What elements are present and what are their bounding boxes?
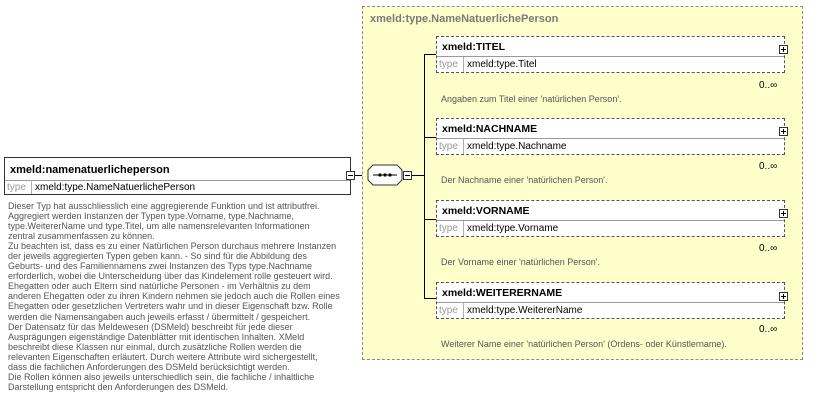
documentation-line: dass die fachlichen Anforderungen des DS… bbox=[8, 361, 290, 372]
connector-line bbox=[412, 175, 424, 176]
child-type-value: xmeld:type.Nachname bbox=[467, 141, 567, 152]
documentation-line: Geburts- und des Familiennamens zwei Ins… bbox=[8, 261, 312, 272]
plus-icon[interactable] bbox=[779, 292, 788, 301]
divider bbox=[463, 139, 464, 154]
documentation-line: relevanten Eigenschaften erläutert. Durc… bbox=[8, 351, 318, 362]
divider bbox=[437, 56, 784, 57]
child-type-label: type bbox=[439, 141, 458, 152]
child-type-label: type bbox=[439, 223, 458, 234]
child-element-name: xmeld:NACHNAME bbox=[442, 123, 538, 135]
documentation-line: zentral zusammenfassen zu können. bbox=[8, 231, 155, 242]
divider bbox=[437, 302, 784, 303]
divider bbox=[463, 221, 464, 236]
documentation-line: Aggregiert werden Instanzen der Typen ty… bbox=[8, 211, 295, 222]
child-documentation: Angaben zum Titel einer 'natürlichen Per… bbox=[441, 94, 622, 104]
documentation-line: erforderlich, wobei die Unterscheidung ü… bbox=[8, 271, 333, 282]
documentation-line: Die Rollen können also jeweils unterschi… bbox=[8, 371, 315, 382]
child-type-value: xmeld:type.WeitererName bbox=[467, 305, 583, 316]
documentation-line: anderen Ehegatten oder zu ihren Kindern … bbox=[8, 291, 340, 302]
occurrence-label: 0..∞ bbox=[759, 324, 778, 335]
sequence-compositor-icon[interactable] bbox=[367, 164, 403, 186]
child-type-value: xmeld:type.Titel bbox=[467, 59, 537, 70]
documentation-line: type.WeitererName und type.Titel, um all… bbox=[8, 221, 310, 232]
divider bbox=[31, 180, 32, 194]
occurrence-label: 0..∞ bbox=[759, 161, 778, 172]
child-type-label: type bbox=[439, 305, 458, 316]
connector-line bbox=[424, 298, 436, 299]
complex-type-title: xmeld:type.NameNatuerlichePerson bbox=[370, 13, 559, 25]
documentation-line: beschreibt diese Klassen nur einmal, dur… bbox=[8, 341, 302, 352]
child-element-name: xmeld:TITEL bbox=[442, 41, 506, 53]
collapse-icon[interactable] bbox=[346, 171, 355, 180]
child-documentation: Der Vorname einer 'natürlichen Person'. bbox=[441, 257, 601, 267]
connector-line bbox=[424, 54, 436, 55]
main-type-label: type bbox=[7, 182, 26, 193]
child-element-nachname[interactable]: xmeld:NACHNAME type xmeld:type.Nachname bbox=[436, 118, 785, 155]
divider bbox=[463, 303, 464, 318]
main-documentation: Dieser Typ hat ausschliesslich eine aggr… bbox=[8, 201, 358, 392]
plus-icon[interactable] bbox=[779, 45, 788, 54]
documentation-line: Darstellung entspricht den Anforderungen… bbox=[8, 381, 229, 392]
documentation-line: werden die Namensangaben auch jeweils er… bbox=[8, 311, 311, 322]
occurrence-label: 0..∞ bbox=[759, 243, 778, 254]
child-element-name: xmeld:VORNAME bbox=[442, 205, 530, 217]
plus-icon[interactable] bbox=[779, 127, 788, 136]
documentation-line: Ehegatten oder gesetzlichen Vertreters w… bbox=[8, 301, 333, 312]
child-element-titel[interactable]: xmeld:TITEL type xmeld:type.Titel bbox=[436, 36, 785, 73]
documentation-line: Ehegatten oder auch Eltern sind natürlic… bbox=[8, 281, 311, 292]
divider bbox=[5, 180, 350, 181]
divider bbox=[437, 138, 784, 139]
child-documentation: Weiterer Name einer 'natürlichen Person'… bbox=[441, 339, 727, 349]
connector-line bbox=[424, 137, 436, 138]
connector-line bbox=[424, 219, 436, 220]
documentation-line: Zu beachten ist, dass es zu einer Natürl… bbox=[8, 241, 337, 252]
child-element-weiterername[interactable]: xmeld:WEITERERNAME type xmeld:type.Weite… bbox=[436, 282, 785, 319]
documentation-line: Dieser Typ hat ausschliesslich eine aggr… bbox=[8, 201, 320, 211]
plus-icon[interactable] bbox=[779, 209, 788, 218]
child-type-value: xmeld:type.Vorname bbox=[467, 223, 559, 234]
documentation-line: Ausprägungen eigenständige Datenblätter … bbox=[8, 331, 305, 342]
documentation-line: der jeweils aggregierten Typen geben kan… bbox=[8, 251, 308, 262]
child-element-vorname[interactable]: xmeld:VORNAME type xmeld:type.Vorname bbox=[436, 200, 785, 237]
child-type-label: type bbox=[439, 59, 458, 70]
documentation-line: Der Datensatz für das Meldewesen (DSMeld… bbox=[8, 321, 293, 332]
connector-line bbox=[424, 54, 425, 298]
collapse-icon[interactable] bbox=[403, 171, 412, 180]
child-documentation: Der Nachname einer 'natürlichen Person'. bbox=[441, 175, 608, 185]
divider bbox=[437, 220, 784, 221]
occurrence-label: 0..∞ bbox=[759, 80, 778, 91]
child-element-name: xmeld:WEITERERNAME bbox=[442, 287, 563, 299]
divider bbox=[463, 57, 464, 72]
main-type-value: xmeld:type.NameNatuerlichePerson bbox=[35, 182, 196, 193]
main-element-box[interactable]: xmeld:namenatuerlicheperson type xmeld:t… bbox=[4, 157, 351, 195]
main-element-name: xmeld:namenatuerlicheperson bbox=[10, 164, 170, 176]
